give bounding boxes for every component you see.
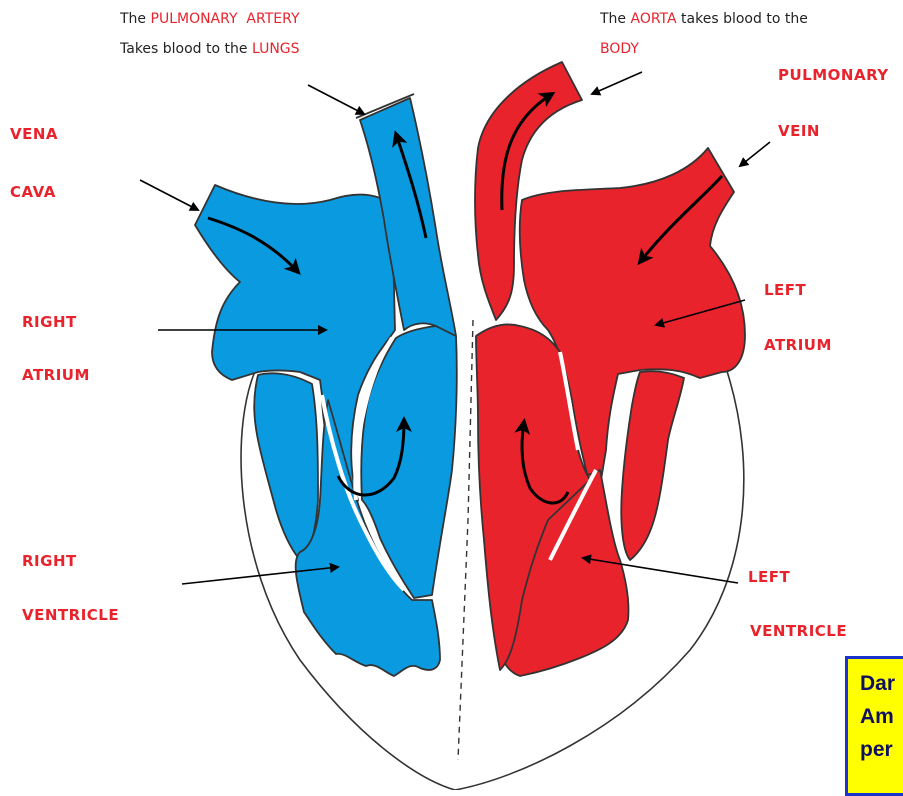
caption-highlight: BODY [600, 41, 639, 57]
right-heart-blue [195, 94, 457, 676]
note-line-1: Dar [860, 667, 903, 700]
caption-text: Takes blood to the [120, 41, 252, 57]
left-heart-red [475, 62, 745, 676]
label-right-ventricle-2: VENTRICLE [22, 606, 119, 624]
label-left-ventricle-2: VENTRICLE [750, 622, 847, 640]
pointer-pulmonary-vein [740, 142, 770, 166]
pointer-pulmonary-artery [308, 85, 364, 114]
note-box: Dar Am per [845, 656, 903, 796]
pointer-aorta [592, 72, 642, 94]
caption-highlight: PULMONARY ARTERY [151, 11, 300, 27]
left-ventricle-wall [621, 371, 684, 560]
aorta-caption: The AORTA takes blood to the BODY [600, 4, 808, 64]
label-right-atrium-2: ATRIUM [22, 366, 90, 384]
note-line-2: Am [860, 700, 903, 733]
label-vein: VEIN [778, 122, 820, 140]
caption-highlight: LUNGS [252, 41, 300, 57]
caption-text: The [120, 11, 151, 27]
label-pulmonary: PULMONARY [778, 66, 889, 84]
caption-text: takes blood to the [677, 11, 808, 27]
label-left-atrium-1: LEFT [764, 281, 806, 299]
label-right-atrium-1: RIGHT [22, 313, 77, 331]
label-right-ventricle-1: RIGHT [22, 552, 77, 570]
label-vena: VENA [10, 125, 58, 143]
label-left-ventricle-1: LEFT [748, 568, 790, 586]
label-left-atrium-2: ATRIUM [764, 336, 832, 354]
right-ventricle-wall [254, 373, 318, 560]
label-cava: CAVA [10, 183, 56, 201]
note-line-3: per [860, 733, 903, 766]
caption-text: The [600, 11, 631, 27]
septum-line [458, 320, 473, 760]
caption-highlight: AORTA [631, 11, 677, 27]
pointer-vena-cava [140, 180, 198, 210]
pulmonary-artery-caption: The PULMONARY ARTERY Takes blood to the … [120, 4, 300, 64]
